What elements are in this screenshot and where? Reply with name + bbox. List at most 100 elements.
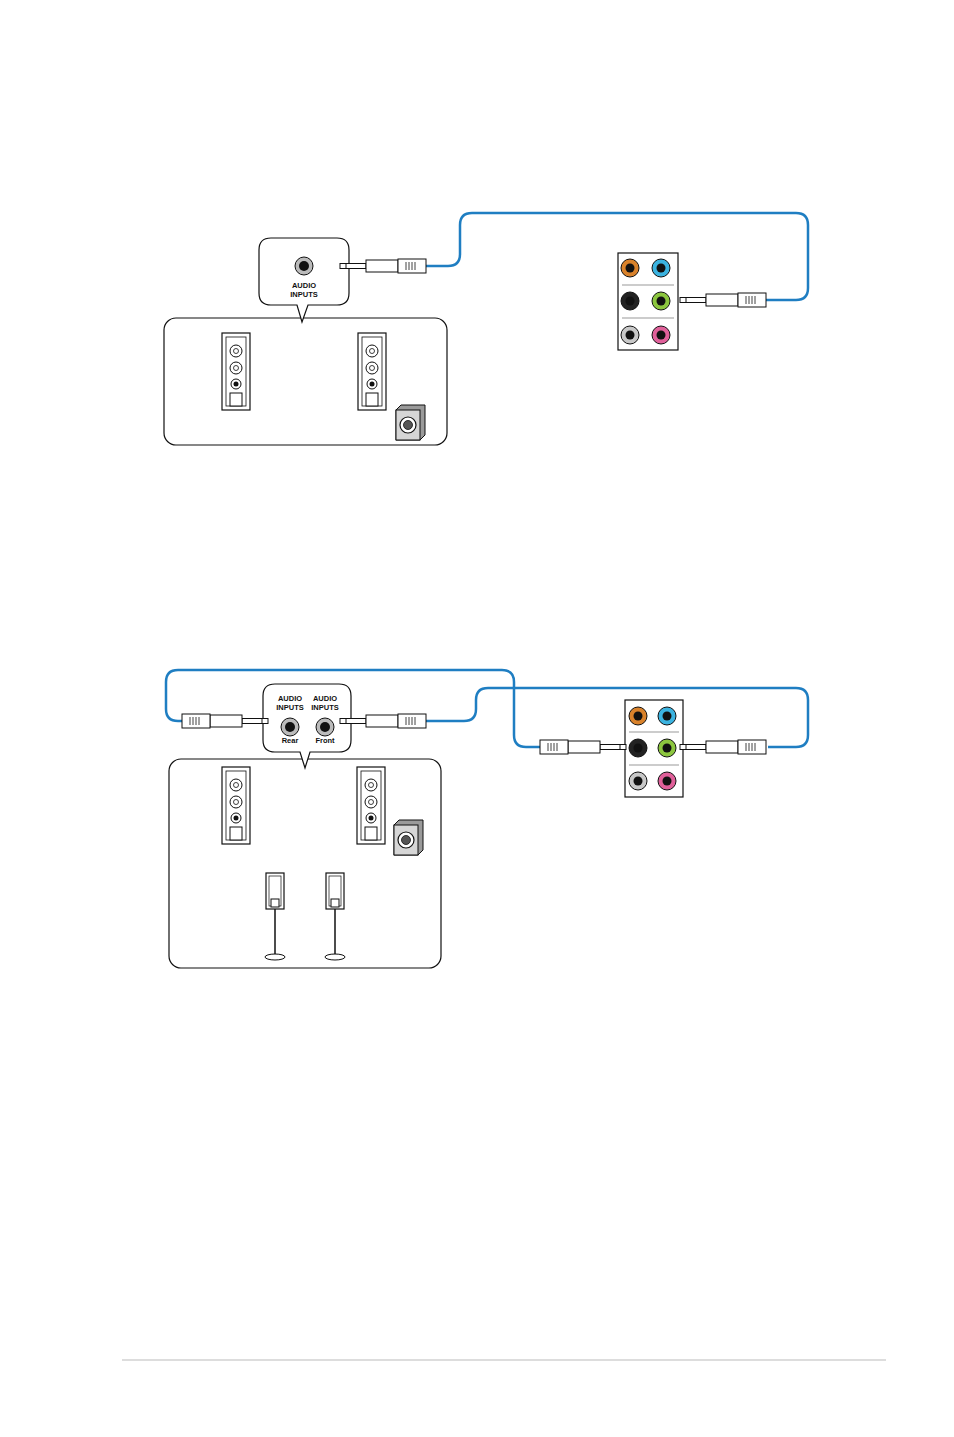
page-rule	[122, 1360, 886, 1361]
audio-cable	[422, 688, 808, 747]
panel-jack-hole	[626, 264, 635, 273]
plug-tip	[340, 719, 366, 724]
panel-divider	[629, 765, 679, 766]
audio-plug	[340, 259, 426, 273]
speaker-group	[169, 759, 441, 968]
grip-stripe	[551, 743, 552, 751]
audio-jack	[295, 257, 313, 275]
panel-jack-hole	[634, 744, 643, 753]
plug-tip	[600, 745, 626, 750]
tower-speaker	[358, 333, 386, 410]
grip-stripe	[196, 717, 197, 725]
grip-stripe	[406, 717, 407, 725]
subwoofer	[396, 405, 425, 440]
callout-bubble	[263, 684, 351, 768]
plug-grip	[738, 293, 766, 307]
audio-plug	[340, 714, 426, 728]
plug-body	[366, 715, 398, 727]
plug-grip	[540, 740, 568, 754]
plug-grip	[738, 740, 766, 754]
panel-jack-hole	[663, 744, 672, 753]
panel-jack-hole	[634, 712, 643, 721]
tower-speaker	[222, 767, 250, 844]
callout-bubble: AUDIO INPUTSRearAUDIO INPUTSFront	[263, 684, 351, 752]
grip-stripe	[755, 743, 756, 751]
subwoofer	[394, 820, 423, 855]
panel-divider	[629, 732, 679, 733]
plug-ring	[262, 719, 263, 724]
grip-stripe	[752, 743, 753, 751]
audio-jack-hole	[320, 722, 330, 732]
plug-body	[366, 260, 398, 272]
plug-body	[706, 741, 738, 753]
grip-stripe	[193, 717, 194, 725]
grip-stripe	[749, 296, 750, 304]
satellite-speaker	[325, 873, 345, 960]
panel-divider	[622, 318, 674, 319]
audio-jack	[316, 718, 334, 736]
panel-jack-hole	[634, 777, 643, 786]
satellite-speaker	[265, 873, 285, 960]
grip-stripe	[190, 717, 191, 725]
plug-tip	[680, 745, 706, 750]
audio-plug	[680, 293, 766, 307]
panel-jack	[658, 707, 676, 725]
jack-label: Rear	[273, 737, 307, 746]
panel-jack	[629, 707, 647, 725]
plug-grip	[398, 714, 426, 728]
plug-tip	[340, 264, 366, 269]
audio-plug	[182, 714, 268, 728]
audio-jack-hole	[285, 722, 295, 732]
plug-grip	[398, 259, 426, 273]
plug-ring	[346, 719, 347, 724]
plug-body	[210, 715, 242, 727]
panel-divider	[622, 285, 674, 286]
grip-stripe	[415, 262, 416, 270]
tower-speaker	[222, 333, 250, 410]
grip-stripe	[557, 743, 558, 751]
plug-ring	[346, 264, 347, 269]
plug-ring	[686, 298, 687, 303]
grip-stripe	[554, 743, 555, 751]
audio-cable	[426, 213, 808, 300]
speaker-group	[164, 318, 447, 445]
jack-label: AUDIO INPUTS	[282, 282, 326, 299]
panel-jack-hole	[626, 297, 635, 306]
panel-jack	[621, 292, 639, 310]
panel-jack-hole	[663, 712, 672, 721]
panel-jack	[652, 326, 670, 344]
panel-jack	[652, 259, 670, 277]
panel-jack	[658, 739, 676, 757]
panel-jack	[652, 292, 670, 310]
grip-stripe	[755, 296, 756, 304]
jack-label: AUDIO INPUTS	[308, 695, 342, 712]
grip-stripe	[746, 296, 747, 304]
plug-ring	[686, 745, 687, 750]
grip-stripe	[199, 717, 200, 725]
panel-jack	[629, 772, 647, 790]
rear-audio-panel	[618, 253, 678, 350]
panel-jack	[629, 739, 647, 757]
grip-stripe	[409, 262, 410, 270]
panel-jack	[621, 326, 639, 344]
grip-stripe	[409, 717, 410, 725]
grip-stripe	[749, 743, 750, 751]
grip-stripe	[412, 717, 413, 725]
jack-label: Front	[308, 737, 342, 746]
panel-jack	[658, 772, 676, 790]
audio-jack-hole	[299, 261, 309, 271]
grip-stripe	[746, 743, 747, 751]
panel-jack	[621, 259, 639, 277]
grip-stripe	[548, 743, 549, 751]
plug-body	[706, 294, 738, 306]
panel-jack-hole	[626, 331, 635, 340]
audio-cable	[166, 670, 540, 747]
grip-stripe	[412, 262, 413, 270]
plug-body	[568, 741, 600, 753]
panel-jack-hole	[657, 264, 666, 273]
grip-stripe	[406, 262, 407, 270]
grip-stripe	[752, 296, 753, 304]
plug-grip	[182, 714, 210, 728]
